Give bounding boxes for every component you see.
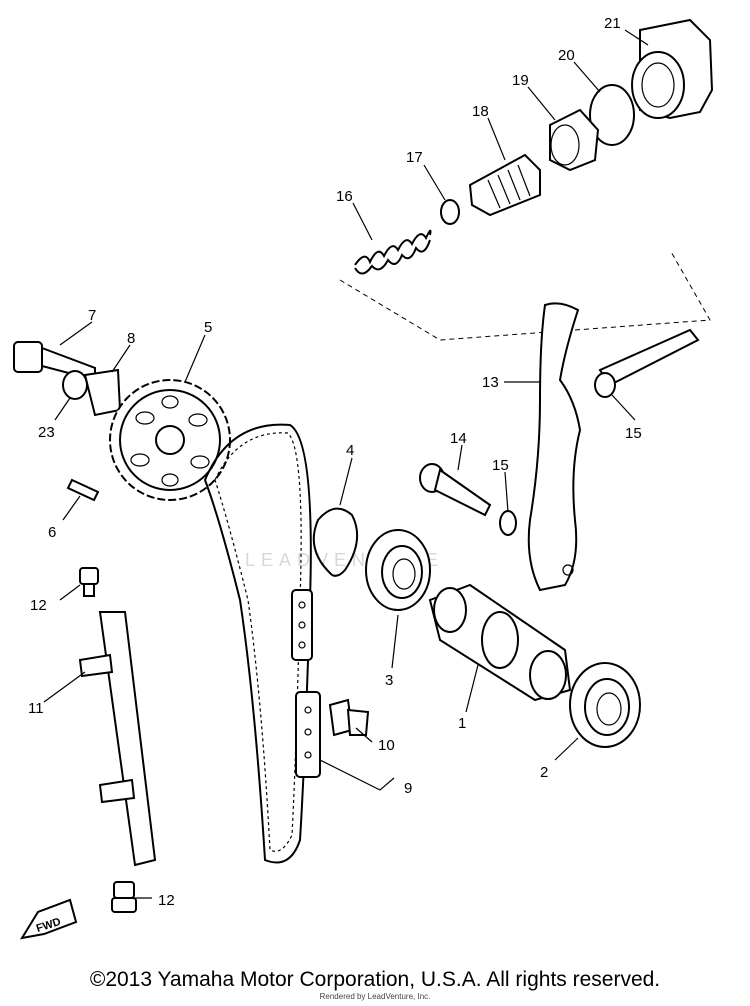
callout-17[interactable]: 16 [336, 188, 353, 205]
callout-3[interactable]: 3 [385, 672, 393, 689]
fwd-arrow: FWD [19, 898, 78, 940]
callout-8[interactable]: 8 [127, 330, 135, 347]
callout-21[interactable]: 20 [558, 47, 575, 64]
part-22-cap[interactable] [631, 18, 714, 120]
callout-18[interactable]: 17 [406, 149, 423, 166]
part-14-bolt[interactable] [419, 463, 492, 517]
part-6-dowel-pin[interactable] [66, 478, 100, 502]
part-19-tensioner-rod[interactable] [468, 153, 541, 217]
callout-15[interactable]: 15 [492, 457, 509, 474]
parts-diagram: FWD 21 20 19 18 17 16 13 15 14 15 4 [13, 15, 714, 940]
callout-14[interactable]: 14 [450, 430, 467, 447]
part-20-nut[interactable] [549, 108, 600, 172]
part-12-bolt-lower[interactable] [111, 881, 137, 913]
callout-7[interactable]: 7 [88, 307, 96, 324]
part-16-pin[interactable] [594, 328, 700, 398]
callout-23[interactable]: 23 [38, 424, 55, 441]
callout-10[interactable]: 10 [378, 737, 395, 754]
timing-chain[interactable] [203, 423, 312, 864]
callout-6[interactable]: 6 [48, 524, 56, 541]
part-1-camshaft[interactable] [428, 583, 572, 702]
callout-12-lower[interactable]: 12 [158, 892, 175, 909]
part-4-circlip[interactable] [312, 507, 359, 577]
part-11-chain-guide[interactable] [78, 611, 157, 867]
credit-text: Rendered by LeadVenture, Inc. [319, 992, 431, 1001]
callout-9[interactable]: 9 [404, 780, 412, 797]
part-8-lock-plate[interactable] [83, 368, 122, 417]
part-13-chain-guide[interactable] [527, 302, 582, 592]
callout-16[interactable]: 15 [625, 425, 642, 442]
part-12-bolt-upper[interactable] [79, 567, 99, 597]
part-10-master-link[interactable] [328, 698, 370, 737]
part-17-spring[interactable] [354, 229, 432, 275]
part-21-o-ring[interactable] [589, 84, 635, 146]
part-15-o-ring[interactable] [499, 510, 517, 536]
part-18-washer[interactable] [440, 199, 460, 225]
callout-12-upper[interactable]: 12 [30, 597, 47, 614]
callout-20[interactable]: 19 [512, 72, 529, 89]
part-2-bearing[interactable] [569, 662, 641, 748]
part-9-chain-links[interactable] [291, 589, 321, 778]
part-5-cam-sprocket[interactable] [109, 379, 231, 501]
part-23-washer[interactable] [62, 370, 88, 400]
callout-22[interactable]: 21 [604, 15, 621, 32]
callout-13[interactable]: 13 [482, 374, 499, 391]
callout-4[interactable]: 4 [346, 442, 354, 459]
part-3-bearing[interactable] [365, 529, 431, 611]
callout-1[interactable]: 1 [458, 715, 466, 732]
callout-2[interactable]: 2 [540, 764, 548, 781]
copyright-text: ©2013 Yamaha Motor Corporation, U.S.A. A… [89, 968, 661, 991]
callout-19[interactable]: 18 [472, 103, 489, 120]
callout-5[interactable]: 5 [204, 319, 212, 336]
callout-11[interactable]: 11 [28, 700, 44, 717]
